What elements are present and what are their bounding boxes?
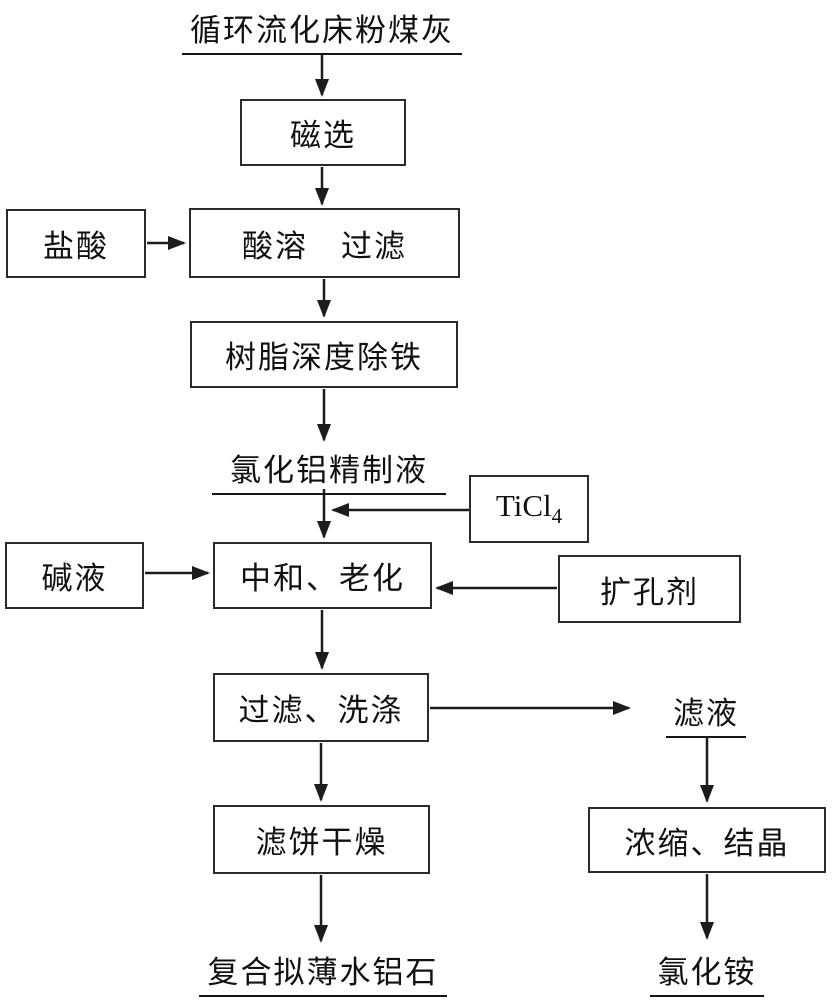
main-product-label: 复合拟薄水铝石 [199, 947, 447, 997]
ticl4-box: TiCl4 [469, 475, 589, 543]
concentrate-crystallize-box: 浓缩、结晶 [588, 807, 826, 873]
side-product-label: 氯化铵 [650, 947, 764, 997]
refined-aluminum-chloride-label: 氯化铝精制液 [212, 445, 446, 495]
resin-iron-removal-box: 树脂深度除铁 [190, 321, 458, 388]
ticl4-label: TiCl4 [496, 488, 562, 529]
magnetic-separation-box: 磁选 [240, 99, 406, 166]
filtrate-label: 滤液 [666, 688, 746, 738]
alkali-box: 碱液 [5, 542, 144, 609]
neutralize-age-box: 中和、老化 [213, 542, 432, 609]
pore-expander-box: 扩孔剂 [558, 555, 741, 623]
filter-wash-box: 过滤、洗涤 [213, 673, 429, 742]
ticl4-text: TiCl [495, 488, 552, 524]
hydrochloric-acid-box: 盐酸 [6, 209, 146, 278]
acid-dissolve-filter-box: 酸溶 过滤 [189, 208, 460, 278]
source-label: 循环流化床粉煤灰 [182, 5, 462, 55]
cake-drying-box: 滤饼干燥 [213, 805, 430, 874]
ticl4-subscript: 4 [551, 504, 563, 529]
